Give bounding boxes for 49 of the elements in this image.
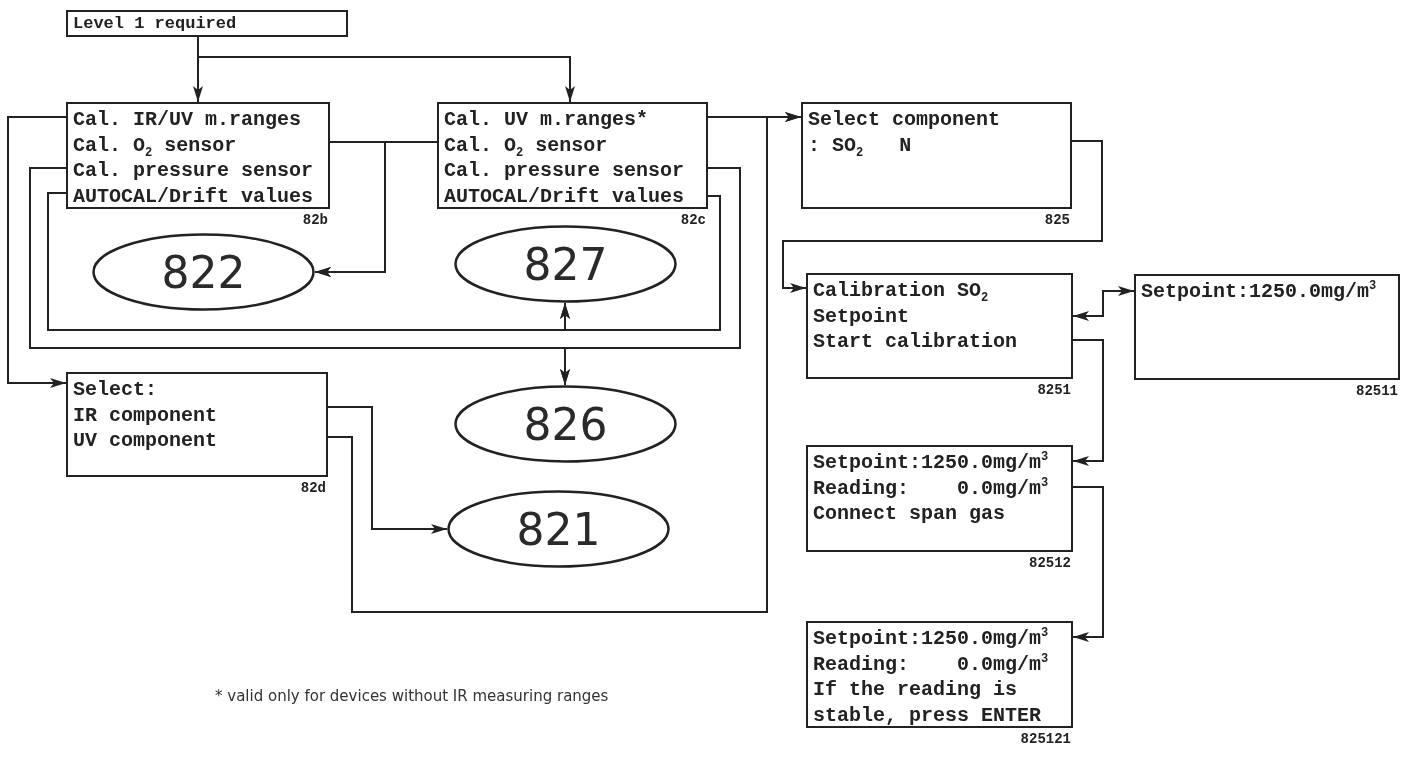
connector-arrow	[560, 195, 721, 331]
screen-number: 82c	[680, 212, 706, 228]
menu-item-text: Reading: 0.0mg/m$^{3}$	[813, 651, 1050, 677]
screen-number: 8251	[1037, 382, 1071, 398]
menu-ellipse	[454, 385, 677, 463]
menu-item-text: Cal. pressure sensor	[73, 158, 315, 184]
menu-item-text: Reading: 0.0mg/m$^{3}$	[813, 475, 1050, 501]
menu-item-text: AUTOCAL/Drift values	[444, 183, 686, 209]
menu-item-text: Cal. O$_{2}$ sensor	[73, 132, 238, 158]
menu-number: 821	[516, 503, 601, 555]
menu-item-text: Calibration SO$_{2}$	[813, 278, 990, 304]
connector-arrow	[7, 116, 67, 388]
connector-arrow	[1072, 339, 1104, 466]
menu-item-text: If the reading is stable, press ENTER	[813, 677, 1043, 728]
menu-item-text: Select:	[73, 377, 158, 403]
menu-ellipse	[454, 225, 677, 303]
menu-item-text: Select component	[808, 107, 1002, 133]
menu-item-text: UV component	[73, 428, 219, 454]
screen-number: 82512	[1029, 555, 1071, 571]
menu-item-text: AUTOCAL/Drift values	[73, 183, 315, 209]
menu-item-text: Setpoint:1250.0mg/m$^{3}$	[813, 626, 1050, 652]
menu-item-text: Start calibration	[813, 329, 1019, 355]
connector-arrow	[1072, 286, 1135, 321]
screen-number: 82b	[302, 212, 328, 228]
menu-item-text: : SO$_{2}$ N	[808, 132, 913, 158]
menu-item-text: Level 1 required	[73, 13, 238, 34]
menu-item-text: Setpoint:1250.0mg/m$^{3}$	[813, 450, 1050, 476]
footnote: * valid only for devices without IR measuring ranges	[215, 687, 609, 705]
menu-ellipse	[447, 490, 670, 568]
screen-number: 825	[1044, 212, 1070, 228]
menu-ellipse	[92, 233, 315, 311]
screen-number: 825121	[1020, 731, 1071, 747]
menu-item-text: Setpoint:1250.0mg/m$^{3}$	[1141, 279, 1378, 305]
menu-item-text: Cal. UV m.ranges*	[444, 107, 650, 133]
menu-item-text: Connect span gas	[813, 501, 1007, 527]
menu-number: 827	[523, 238, 608, 290]
menu-number: 826	[523, 398, 608, 450]
menu-item-text: Cal. IR/UV m.ranges	[73, 107, 303, 133]
menu-item-text: Cal. O$_{2}$ sensor	[444, 132, 609, 158]
screen-number: 82d	[300, 480, 326, 496]
connector-arrow	[782, 140, 1103, 293]
menu-item-text: Cal. pressure sensor	[444, 158, 686, 184]
screen-number: 82511	[1356, 383, 1398, 399]
menu-item-text: Setpoint	[813, 303, 910, 329]
connector-arrow	[327, 406, 448, 534]
menu-item-text: IR component	[73, 402, 219, 428]
display-screen-box	[66, 10, 348, 37]
menu-number: 822	[161, 246, 246, 298]
connector-arrow	[1072, 486, 1104, 642]
